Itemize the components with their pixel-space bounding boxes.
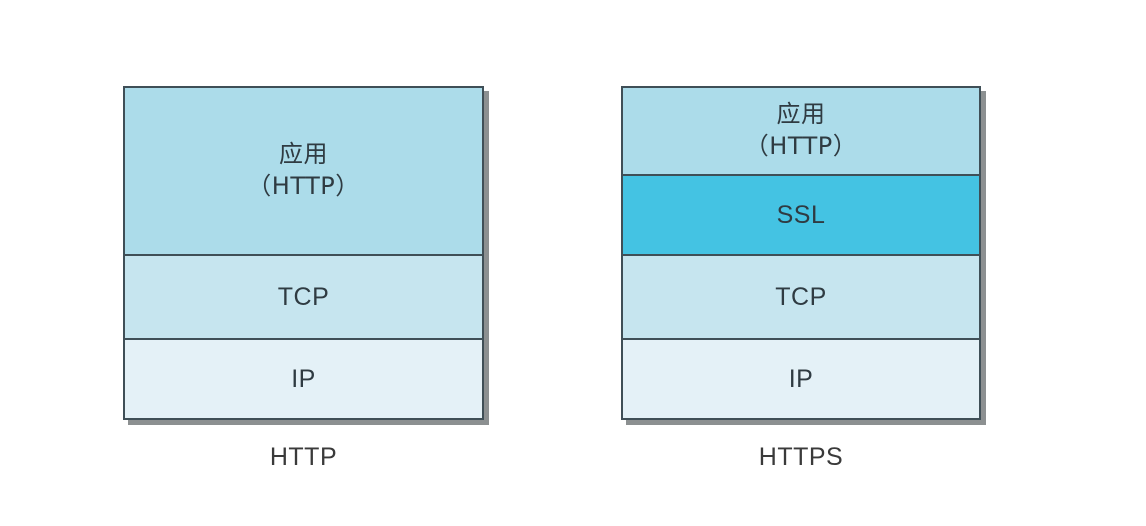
layer-ip-https: IP: [623, 338, 979, 418]
layer-label-application-protocol: （HTTP）: [247, 172, 360, 200]
layer-label-application-cjk: 应用: [776, 100, 826, 129]
protocol-stack-https: 应用 （HTTP） SSL TCP IP: [621, 86, 981, 420]
layer-label-tcp: TCP: [775, 282, 827, 311]
layer-label-tcp: TCP: [277, 282, 330, 311]
layer-label-ip: IP: [788, 364, 814, 393]
layer-application-https: 应用 （HTTP）: [623, 88, 979, 174]
caption-http: HTTP: [269, 443, 338, 471]
protocol-stack-http: 应用 （HTTP） TCP IP: [123, 86, 484, 420]
stack-boxes-https: 应用 （HTTP） SSL TCP IP: [621, 86, 981, 420]
layer-label-application-cjk: 应用: [279, 140, 328, 169]
layer-application-http: 应用 （HTTP）: [125, 88, 482, 254]
layer-tcp-http: TCP: [125, 254, 482, 338]
layer-tcp-https: TCP: [623, 254, 979, 338]
layer-label-ssl: SSL: [776, 200, 826, 229]
layer-ip-http: IP: [125, 338, 482, 418]
layer-label-application-protocol: （HTTP）: [744, 132, 858, 160]
caption-https: HTTPS: [758, 443, 844, 471]
layer-label-ip: IP: [291, 364, 316, 393]
layer-ssl-https: SSL: [623, 174, 979, 254]
stack-boxes-http: 应用 （HTTP） TCP IP: [123, 86, 484, 420]
